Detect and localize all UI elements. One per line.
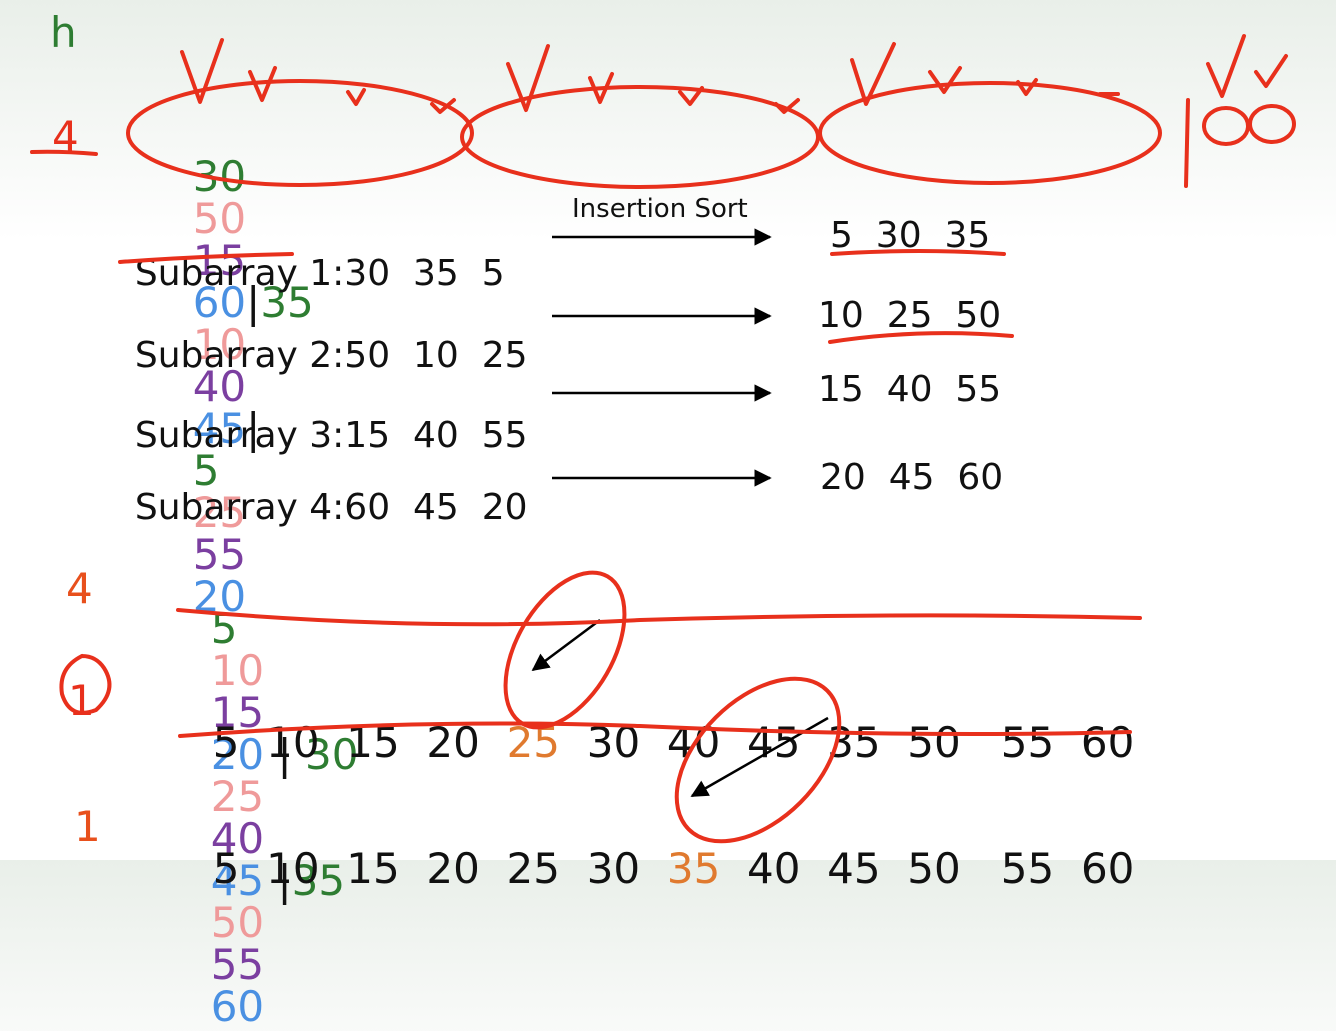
ink-check-13 bbox=[1206, 34, 1246, 98]
r1-60: 60 bbox=[192, 278, 247, 327]
row1-h-value: 4 bbox=[52, 112, 79, 161]
ink-check-4 bbox=[430, 98, 456, 114]
r2-60: 60 bbox=[210, 982, 265, 1031]
r2-20: 20 bbox=[210, 730, 265, 779]
subarray-2-label: Subarray 2 bbox=[134, 335, 333, 376]
row4-highlight: 35 bbox=[666, 844, 721, 893]
ink-check-8 bbox=[774, 98, 800, 114]
ink-check-7 bbox=[678, 86, 704, 106]
r1-35: 35 bbox=[260, 278, 314, 327]
ink-check-6 bbox=[588, 72, 614, 104]
ink-hundred-1 bbox=[1184, 98, 1190, 188]
r2-30: 30 bbox=[305, 730, 359, 779]
row4-post: 40 45 50 55 60 bbox=[747, 844, 1135, 893]
r1-45: 45 bbox=[192, 404, 247, 453]
row3-post: 30 40 45 35 50 55 60 bbox=[586, 718, 1135, 767]
subarray-2-row: Subarray 2:50 10 25 bbox=[112, 302, 528, 374]
ink-check-3 bbox=[346, 88, 366, 106]
subarray-1-colon: : bbox=[332, 253, 345, 294]
row3-highlight: 25 bbox=[506, 718, 561, 767]
r2-10: 10 bbox=[210, 646, 265, 695]
ink-check-2 bbox=[248, 66, 277, 102]
row3-array: 5 10 15 20 25 30 40 45 35 50 55 60 bbox=[186, 680, 1135, 767]
r2-25: 25 bbox=[210, 772, 265, 821]
ink-check-9 bbox=[850, 42, 896, 106]
r1-25: 25 bbox=[192, 488, 247, 537]
r1-50: 50 bbox=[192, 194, 247, 243]
ink-check-11 bbox=[1016, 78, 1038, 96]
ink-check-1 bbox=[180, 38, 224, 104]
r1-10: 10 bbox=[192, 320, 247, 369]
ink-check-5 bbox=[506, 44, 550, 112]
row4-h-value: 1 bbox=[74, 802, 101, 851]
ink-circle-group-2 bbox=[460, 85, 820, 189]
subarray-3-label: Subarray 3 bbox=[134, 415, 333, 456]
ink-check-14 bbox=[1254, 54, 1288, 88]
subarray-4-row: Subarray 4:60 45 20 bbox=[112, 454, 528, 526]
subarray-4-colon: : bbox=[332, 487, 345, 528]
ink-circle-group-3 bbox=[818, 81, 1162, 185]
row3-h-value: 1 bbox=[68, 676, 95, 725]
subarray-3-output: 15 40 55 bbox=[818, 369, 1002, 410]
gap-label: h bbox=[50, 8, 77, 57]
ink-hundred-0a bbox=[1202, 106, 1250, 146]
row3-pre: 5 10 15 20 bbox=[212, 718, 480, 767]
subarray-4-input: 60 45 20 bbox=[344, 487, 528, 528]
row2-h-value: 4 bbox=[66, 564, 93, 613]
subarray-2-output: 10 25 50 bbox=[818, 295, 1002, 336]
ink-check-10 bbox=[928, 66, 962, 94]
subarray-1-input: 30 35 5 bbox=[344, 253, 505, 294]
r1-55: 55 bbox=[192, 530, 247, 579]
subarray-4-label: Subarray 4 bbox=[134, 487, 333, 528]
subarray-4-output: 20 45 60 bbox=[820, 457, 1004, 498]
subarray-1-output: 5 30 35 bbox=[830, 215, 991, 256]
row1-array: 30 50 15 60|35 10 40 45| 5 25 55 20 bbox=[166, 114, 327, 618]
row2-array: 5 10 15 20 | 30 25 40 45 |35 50 55 60 bbox=[184, 566, 372, 1028]
swap-arrow-1 bbox=[531, 618, 601, 672]
r2-40: 40 bbox=[210, 814, 265, 863]
r2-sep-1: | bbox=[277, 730, 292, 779]
r1-5: 5 bbox=[192, 446, 220, 495]
subarray-3-colon: : bbox=[332, 415, 345, 456]
subarray-1-row: Subarray 1:30 35 5 bbox=[112, 220, 505, 292]
r1-40: 40 bbox=[192, 362, 247, 411]
row4-pre: 5 10 15 20 25 30 bbox=[212, 844, 641, 893]
subarray-3-row: Subarray 3:15 40 55 bbox=[112, 382, 528, 454]
subarray-3-input: 15 40 55 bbox=[344, 415, 528, 456]
ink-hundred-0b bbox=[1248, 104, 1296, 144]
r1-sep-2: | bbox=[246, 404, 261, 453]
subarray-1-label: Subarray 1 bbox=[134, 253, 333, 294]
r1-sep-1: | bbox=[246, 278, 261, 327]
insertion-sort-caption: Insertion Sort bbox=[572, 194, 748, 224]
subarray-2-input: 50 10 25 bbox=[344, 335, 528, 376]
subarray-2-colon: : bbox=[332, 335, 345, 376]
row4-array: 5 10 15 20 25 30 35 40 45 50 55 60 bbox=[186, 806, 1135, 893]
